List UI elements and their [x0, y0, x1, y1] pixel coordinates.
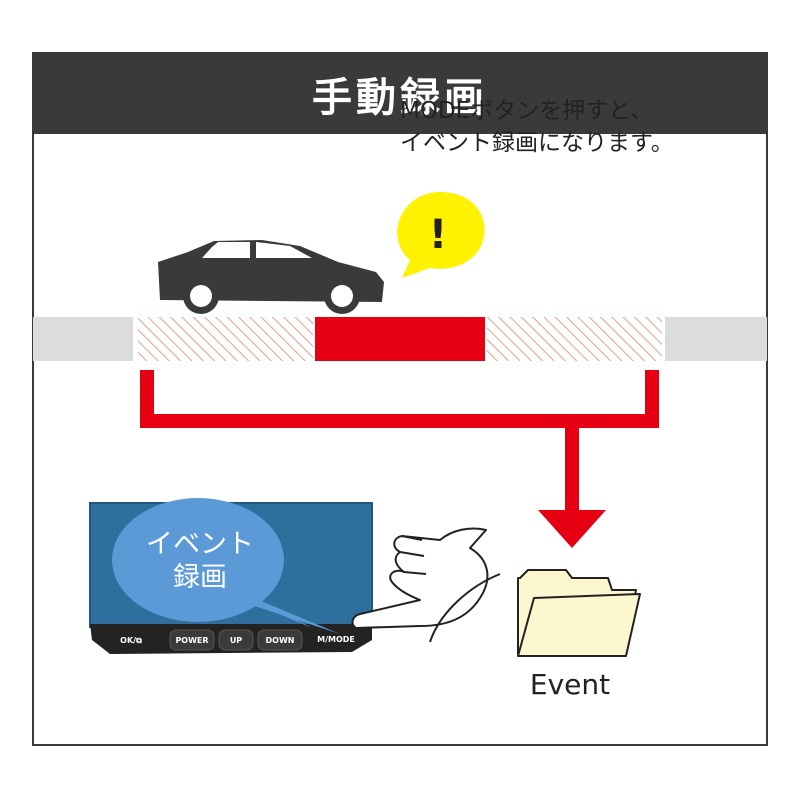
svg-text:POWER: POWER [175, 636, 208, 645]
down-button[interactable]: DOWN [257, 629, 303, 651]
up-button[interactable]: UP [218, 629, 254, 651]
timeline-right-gray [665, 317, 767, 361]
car-icon [158, 240, 384, 314]
event-bubble-label: イベント 録画 [120, 528, 280, 594]
svg-text:UP: UP [230, 636, 242, 645]
alert-symbol: ! [429, 212, 447, 258]
alert-bubble-icon: ! [397, 192, 485, 278]
hand-pointer-icon [351, 527, 501, 643]
bubble-line-1: イベント [146, 529, 254, 560]
svg-text:OK/⧉: OK/⧉ [120, 636, 142, 645]
device-buttons[interactable]: OK/⧉ POWER UP DOWN M/MODE [120, 629, 355, 651]
mode-button[interactable]: M/MODE [317, 635, 355, 644]
svg-text:M/MODE: M/MODE [317, 635, 355, 644]
ok-button[interactable]: OK/⧉ [120, 636, 142, 645]
title-bar: 手動録画 [34, 54, 766, 134]
caption-line-1: MODEボタンを押すと、 [400, 98, 654, 124]
timeline-event-record [315, 317, 485, 361]
bubble-line-2: 録画 [173, 562, 227, 593]
folder-label: Event [529, 668, 611, 701]
timeline-left-gray [33, 317, 133, 361]
timeline-pre-record [138, 317, 313, 361]
power-button[interactable]: POWER [169, 629, 215, 651]
timeline-post-record [487, 317, 662, 361]
red-bracket [140, 370, 659, 548]
svg-text:DOWN: DOWN [266, 636, 295, 645]
page-title: 手動録画 [312, 75, 488, 121]
folder-icon [517, 569, 641, 657]
event-bubble-icon [112, 498, 340, 634]
caption-line-2: イベント録画になります。 [400, 130, 674, 156]
caption: MODEボタンを押すと、 イベント録画になります。 [400, 95, 735, 159]
